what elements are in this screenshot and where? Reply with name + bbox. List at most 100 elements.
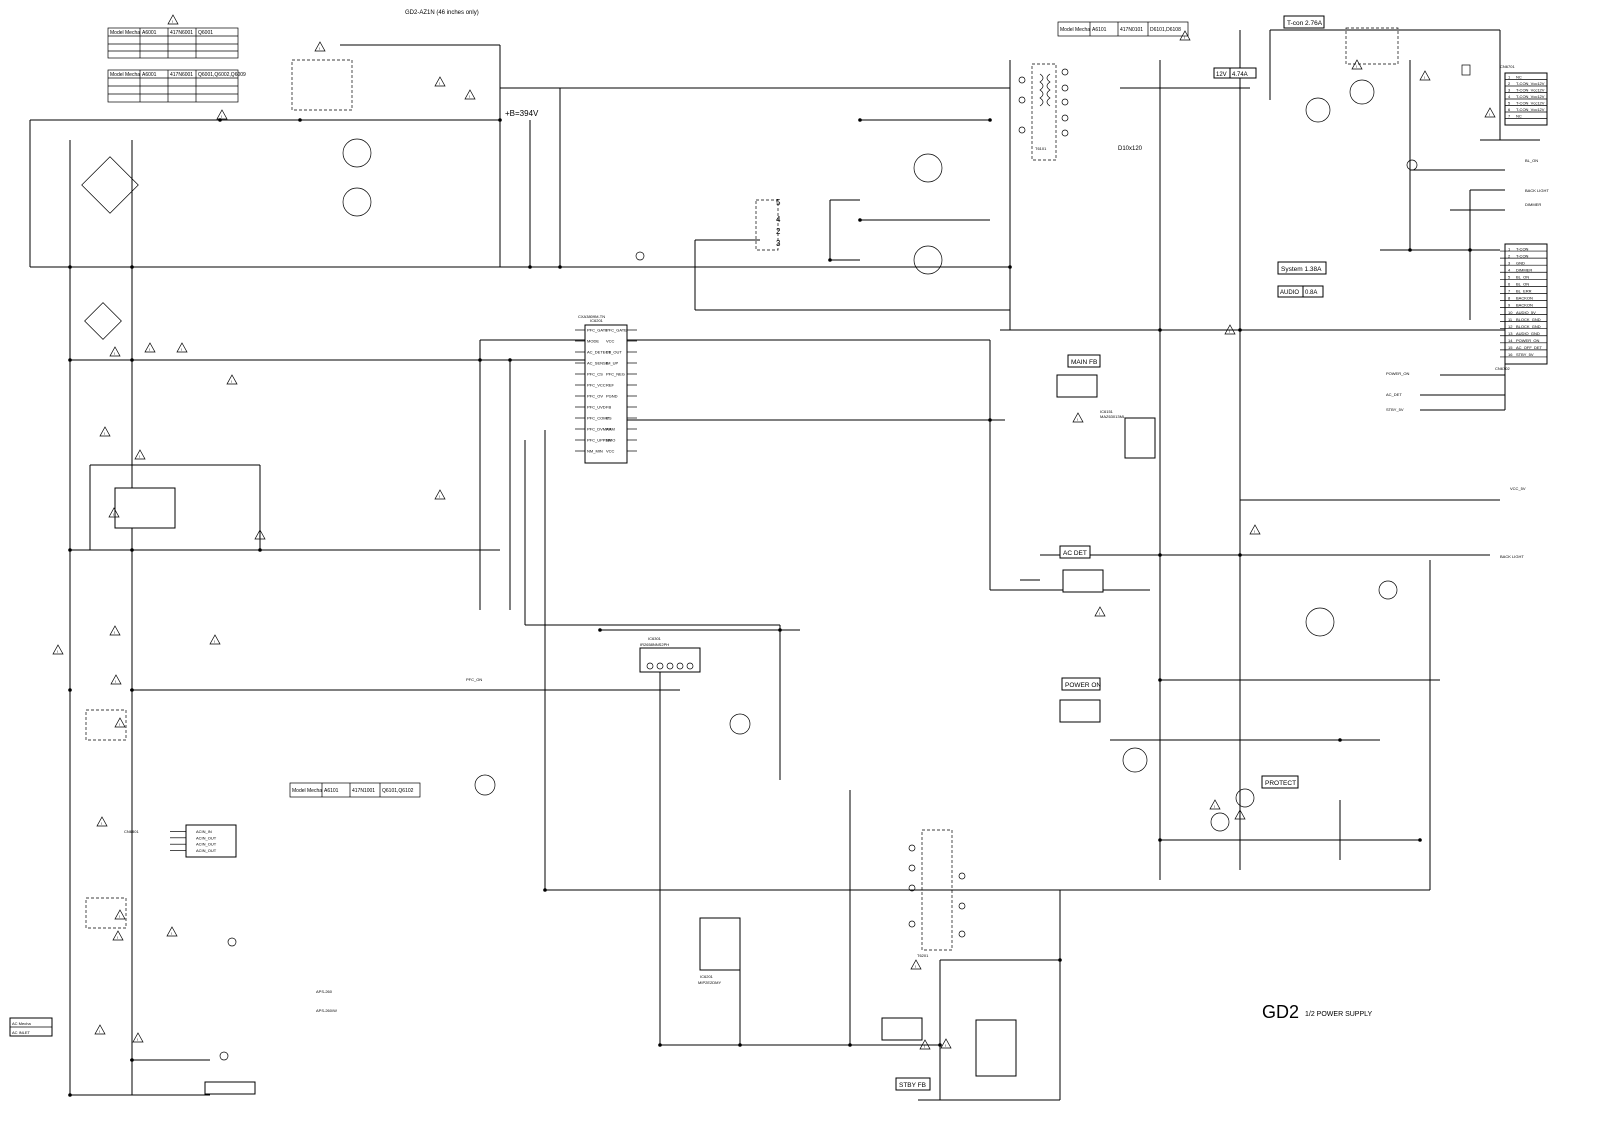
main-wiring: [29, 29, 1540, 1101]
components: [81, 27, 1471, 1101]
warning-icon: [1094, 606, 1106, 617]
svg-text:+B=394V: +B=394V: [505, 109, 539, 118]
pfc-pin-right: CS: [606, 416, 612, 421]
svg-text:APS-260/W: APS-260/W: [316, 1008, 337, 1013]
warning-icon: [114, 717, 126, 728]
warning-icon: [940, 1038, 952, 1049]
warning-icon: [919, 1039, 931, 1050]
svg-text:3: 3: [776, 239, 781, 248]
warning-mark: !: [114, 351, 115, 356]
warning-icon: [167, 14, 179, 25]
table3-col4: D6101,D6108: [1150, 27, 1181, 33]
pfc-ic: CXA3809M-TN IC6201 PFC_GATEMODEAC_DETECT…: [575, 314, 637, 464]
svg-text:CXA3809M-TN: CXA3809M-TN: [578, 314, 605, 319]
junction-dot: [558, 265, 562, 269]
rail-b-plus: +B=394V: [505, 109, 539, 118]
warning-mark: !: [137, 1037, 138, 1042]
table1-col1: Model Mecha: [110, 30, 140, 36]
pfc-pin-left: PFC_COMP: [587, 416, 610, 421]
signal-vcc: VCC_5V: [1510, 486, 1526, 491]
table3-col2: A6101: [1092, 27, 1107, 33]
junction-dot: [1338, 738, 1342, 742]
title-main: GD2: [1262, 1002, 1299, 1022]
signal-power-on: POWER_ON: [1386, 371, 1409, 376]
fb-ic: IC6151 MAZ63013ML: [975, 409, 1156, 1077]
junction-dot: [738, 1043, 742, 1047]
stby-ic: IC6201 MIP2E2DMY: [698, 917, 741, 985]
tap-pin-label: ACIN_IN: [196, 829, 212, 834]
output-pin-label: T-CON_Vcc12V: [1516, 94, 1545, 99]
rail-12v: 12V 4.74A: [1213, 67, 1257, 79]
warning-icon: [176, 342, 188, 353]
warning-mark: !: [104, 431, 105, 436]
junction-dot: [1468, 248, 1472, 252]
tap-pin-label: ACIN_OUT: [196, 835, 217, 840]
warning-mark: !: [1099, 611, 1100, 616]
table4-col1: Model Mecha: [292, 788, 322, 794]
system-pin-number: 7: [1508, 289, 1511, 294]
aps-notes: APS-260 APS-260/W: [316, 989, 337, 1013]
warning-mark: !: [149, 347, 150, 352]
junction-dot: [298, 118, 302, 122]
tap-pin-label: ACIN_OUT: [196, 842, 217, 847]
warning-mark: !: [1424, 75, 1425, 80]
junction-dot: [988, 118, 992, 122]
warning-mark: !: [115, 679, 116, 684]
output-pin-number: 3: [1508, 88, 1511, 93]
junction-dot: [130, 548, 134, 552]
warning-icon: [910, 959, 922, 970]
warning-mark: !: [114, 630, 115, 635]
svg-text:CN6702: CN6702: [1495, 366, 1510, 371]
pfc-pin-right: RAM: [606, 427, 615, 432]
junction-dot: [1158, 553, 1162, 557]
svg-text:AUDIO: AUDIO: [1280, 290, 1299, 296]
system-pin-label: GND: [1516, 260, 1525, 265]
pfc-pin-right: VCC: [606, 339, 615, 344]
system-pin-number: 10: [1508, 310, 1513, 315]
junction-dot: [858, 118, 862, 122]
junction-dot: [528, 265, 532, 269]
svg-text:IC6201: IC6201: [590, 318, 604, 323]
junction-dot: [1058, 958, 1062, 962]
warning-mark: !: [1184, 35, 1185, 40]
warning-icon: [1224, 324, 1236, 335]
warning-mark: !: [101, 821, 102, 826]
junction-dot: [828, 258, 832, 262]
pfc-inductor-box: 5 4 2 3: [755, 198, 781, 251]
warning-mark: !: [1229, 329, 1230, 334]
output-pin-label: T-CON_Vcc12V: [1516, 81, 1545, 86]
svg-text:IC6201: IC6201: [700, 974, 714, 979]
svg-text:AC Mecha: AC Mecha: [12, 1021, 31, 1026]
pfc-pin-right: NMO: [606, 438, 615, 443]
pfc-pin-right: PFC_NEG: [606, 372, 625, 377]
svg-text:AC DET: AC DET: [1063, 550, 1087, 557]
warning-icon: [1234, 809, 1246, 820]
table1-col3: 417N6001: [170, 30, 193, 36]
pfc-pin-left: PFC_VCC: [587, 383, 606, 388]
junction-dot: [938, 1043, 942, 1047]
pfc-pin-left: PFC_UPPER: [587, 438, 611, 443]
junction-dot: [68, 688, 72, 692]
pfc-pin-right: REF: [606, 383, 615, 388]
warning-mark: !: [439, 81, 440, 86]
warning-icon: [114, 909, 126, 920]
warning-icon: [1179, 30, 1191, 41]
svg-text:MAZ63013ML: MAZ63013ML: [1100, 414, 1126, 419]
system-pin-label: AUDIO_GND: [1516, 331, 1540, 336]
junction-dot: [258, 548, 262, 552]
svg-text:POWER ON: POWER ON: [1065, 682, 1101, 689]
junction-dot: [858, 218, 862, 222]
junction-dot: [68, 1093, 72, 1097]
block-protect: PROTECT: [1261, 775, 1299, 789]
title-block: GD2 1/2 POWER SUPPLY: [1262, 1002, 1373, 1022]
junction-dot: [498, 118, 502, 122]
warning-icon: [209, 634, 221, 645]
table4-col2: A6101: [324, 788, 339, 794]
signal-stby: STBY_5V: [1386, 407, 1404, 412]
warning-icon: [434, 489, 446, 500]
svg-text:4: 4: [776, 215, 781, 224]
warning-icon: [464, 89, 476, 100]
output-pin-label: T-CON_Vcc12V: [1516, 107, 1545, 112]
